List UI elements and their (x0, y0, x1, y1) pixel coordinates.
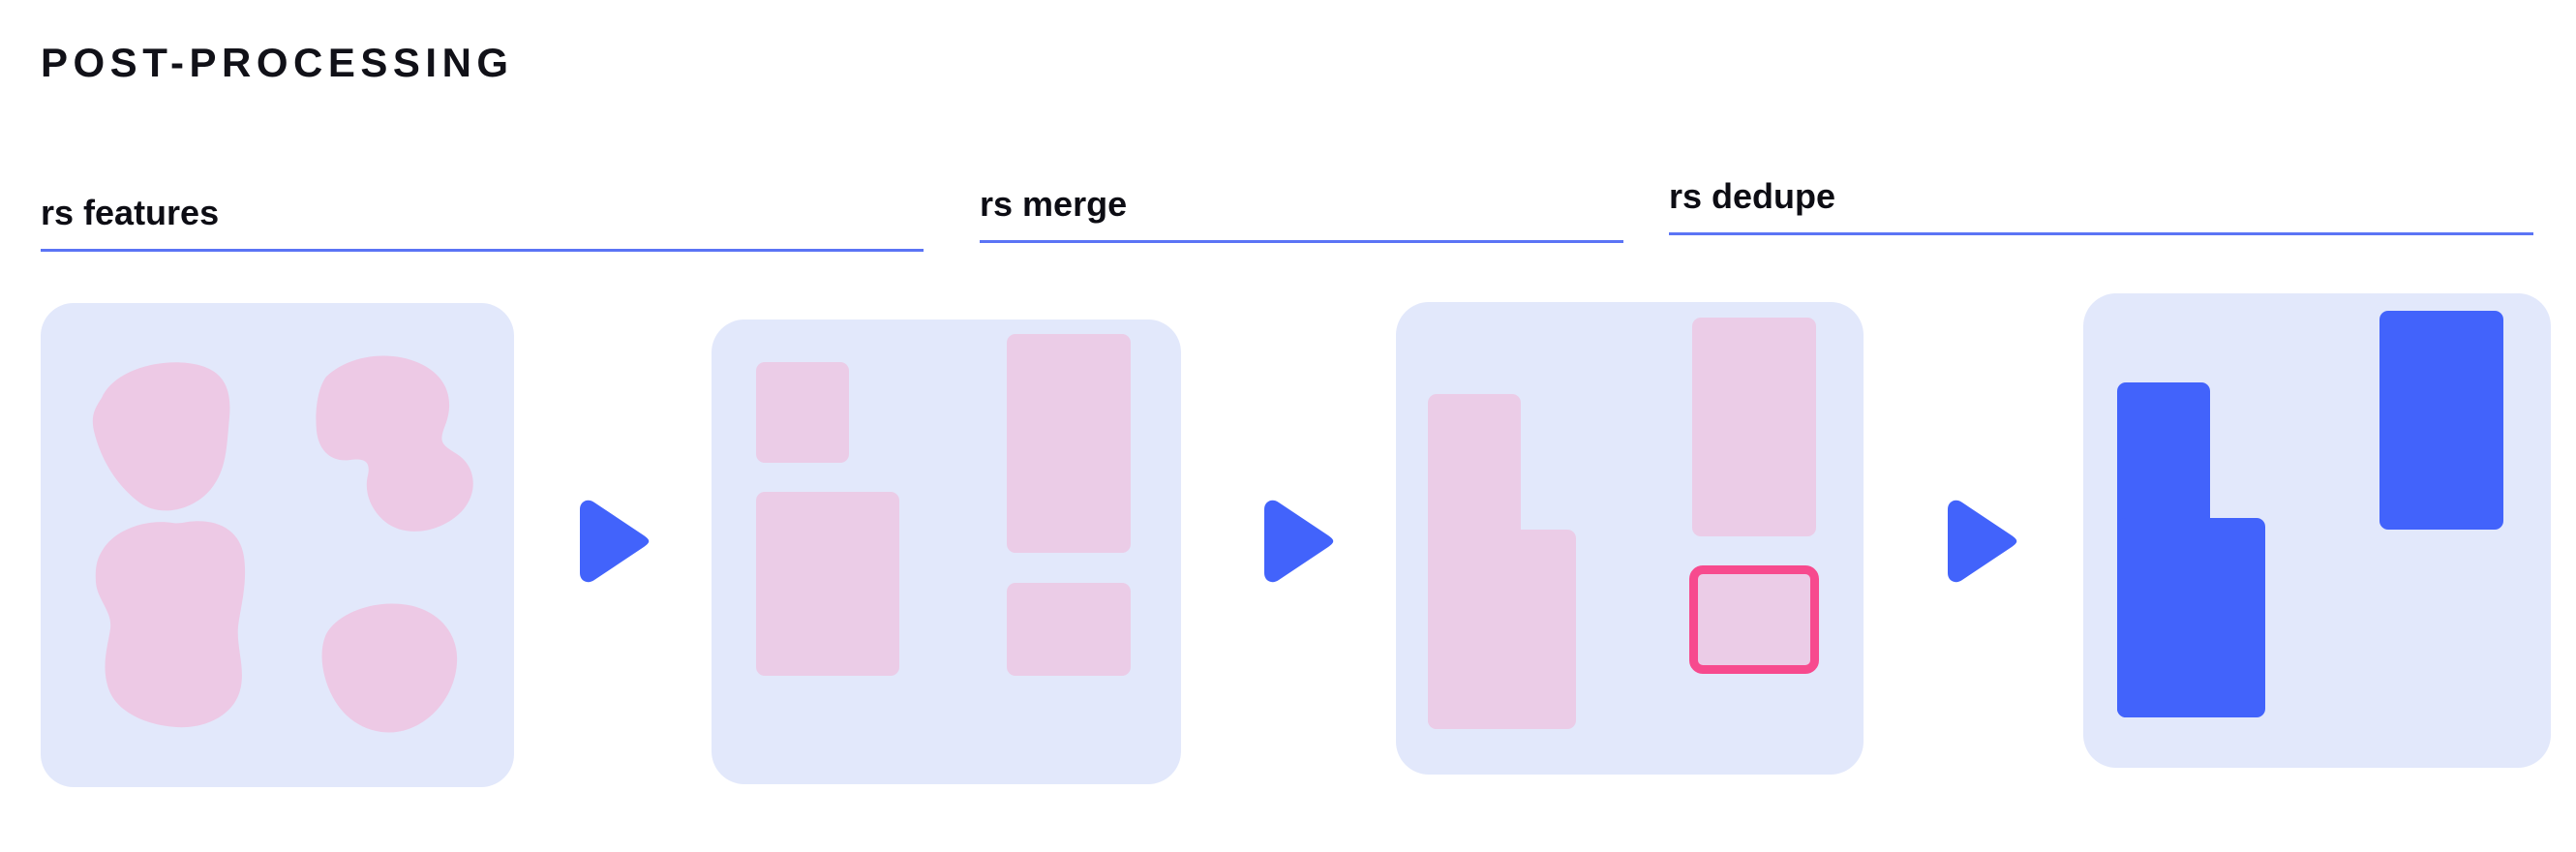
play-triangle-right-icon (1264, 500, 1334, 583)
panel-boxes (712, 320, 1181, 784)
panel-deduped (2083, 293, 2551, 768)
feature-blob-top-left (92, 362, 230, 511)
stage-label-rs-dedupe: rs dedupe (1669, 176, 1836, 216)
feature-blob-bottom-right (321, 603, 458, 733)
play-triangle-right-icon (1948, 500, 2017, 583)
final-lshape-left (2117, 382, 2265, 717)
duplicate-box-flagged (1689, 565, 1819, 674)
final-lshape-part-foot (2117, 518, 2265, 717)
bbox-bottom-right (1007, 583, 1131, 676)
stage-underline-rs-merge (980, 240, 1623, 243)
stage-header-rs-merge: rs merge (980, 166, 1623, 243)
bbox-tall-right (1692, 318, 1816, 536)
stage-header-rs-features: rs features (41, 174, 924, 252)
feature-blob-top-right (316, 355, 473, 532)
feature-blobs-canvas (92, 355, 473, 733)
page-title: POST-PROCESSING (41, 40, 514, 85)
play-triangle-right-icon (580, 500, 650, 583)
stage-underline-rs-dedupe (1669, 232, 2533, 235)
panel-merged (1396, 302, 1864, 775)
merged-lshape-part-foot (1428, 530, 1576, 729)
stage-header-rs-dedupe: rs dedupe (1669, 158, 2533, 235)
bbox-top-left (756, 362, 849, 463)
feature-blob-bottom-left (95, 521, 246, 728)
final-tall-right (2379, 311, 2503, 530)
bbox-top-right (1007, 334, 1131, 553)
bbox-bottom-left (756, 492, 899, 676)
stage-label-rs-features: rs features (41, 193, 220, 232)
panel-features (41, 303, 514, 787)
stage-underline-rs-features (41, 249, 924, 252)
stage-label-rs-merge: rs merge (980, 184, 1128, 224)
merged-lshape-left (1428, 394, 1576, 729)
